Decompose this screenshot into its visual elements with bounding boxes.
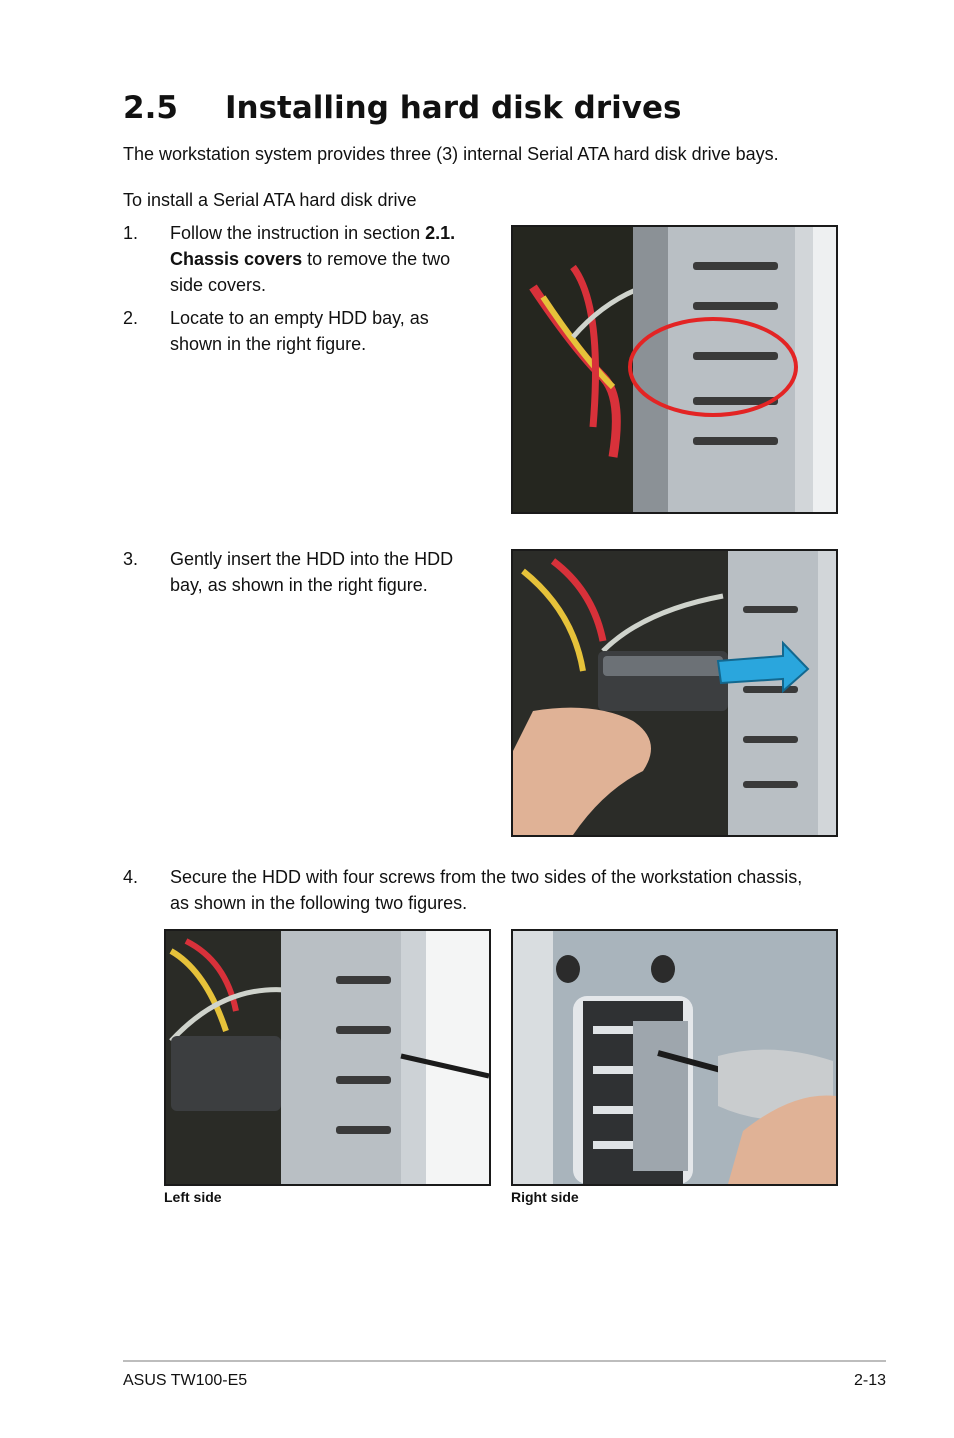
hdd-bay-photo bbox=[513, 227, 836, 512]
step-1: 1. Follow the instruction in section 2.1… bbox=[123, 220, 493, 300]
figure-empty-hdd-bay bbox=[511, 225, 838, 514]
step-number: 2. bbox=[123, 308, 139, 328]
caption-left-side: Left side bbox=[164, 1189, 222, 1205]
footer-divider bbox=[123, 1360, 886, 1362]
section-heading: 2.5 Installing hard disk drives bbox=[123, 90, 681, 126]
step-3: 3. Gently insert the HDD into the HDD ba… bbox=[123, 546, 493, 602]
step-text: Locate to an empty HDD bay, as shown in … bbox=[170, 308, 429, 354]
figure-right-side bbox=[511, 929, 838, 1186]
step-text: Gently insert the HDD into the HDD bay, … bbox=[170, 549, 454, 595]
step-text: Secure the HDD with four screws from the… bbox=[170, 867, 803, 913]
section-reference: 2.1. Chassis covers bbox=[170, 223, 456, 269]
step-number: 3. bbox=[123, 549, 139, 569]
section-number: 2.5 bbox=[123, 90, 178, 126]
section-title: Installing hard disk drives bbox=[225, 90, 682, 126]
step-number: 1. bbox=[123, 223, 139, 243]
figure-insert-hdd bbox=[511, 549, 838, 837]
footer-page-number: 2-13 bbox=[853, 1372, 886, 1389]
insert-hdd-photo bbox=[513, 551, 836, 835]
procedure-heading: To install a Serial ATA hard disk drive bbox=[123, 190, 417, 210]
step-text: Follow the instruction in section 2.1. C… bbox=[170, 223, 456, 295]
footer-product-name: ASUS TW100-E5 bbox=[123, 1372, 248, 1389]
step-2: 2. Locate to an empty HDD bay, as shown … bbox=[123, 305, 493, 361]
figure-left-side bbox=[164, 929, 491, 1186]
step-4: 4. Secure the HDD with four screws from … bbox=[123, 864, 823, 920]
right-side-photo bbox=[513, 931, 836, 1184]
step-number: 4. bbox=[123, 867, 139, 887]
intro-text: The workstation system provides three (3… bbox=[123, 144, 779, 164]
left-side-photo bbox=[166, 931, 489, 1184]
caption-right-side: Right side bbox=[511, 1189, 579, 1205]
